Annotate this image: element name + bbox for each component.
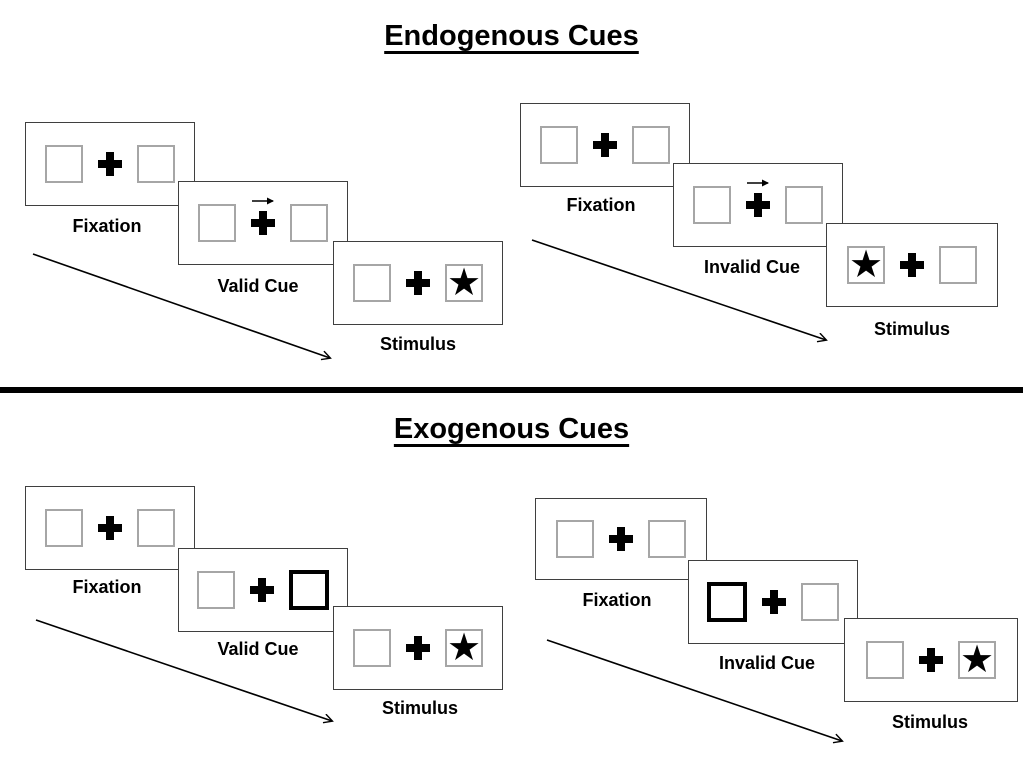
fixation-cross-icon <box>251 211 275 235</box>
fixation-cross-icon <box>98 516 122 540</box>
right-box: ★ <box>445 259 483 304</box>
cue-panel <box>178 548 348 632</box>
cue-arrow-right-icon <box>252 197 274 205</box>
star-stimulus-icon: ★ <box>446 624 482 669</box>
right-box <box>137 509 175 547</box>
section-divider <box>0 387 1023 393</box>
fixation-panel <box>25 486 195 570</box>
stimulus-panel: ★ <box>333 606 503 690</box>
fixation-panel <box>535 498 707 580</box>
left-box <box>353 264 391 302</box>
cue-panel <box>688 560 858 644</box>
fixation-cross-icon <box>762 590 786 614</box>
panel-label: Fixation <box>72 577 142 597</box>
right-box <box>137 145 175 183</box>
panel-label: Invalid Cue <box>718 653 816 673</box>
sequence-time-arrow-icon <box>531 239 836 348</box>
left-box <box>353 629 391 667</box>
fixation-cross-icon <box>900 253 924 277</box>
right-box-cued <box>289 570 329 610</box>
sequence-time-arrow-icon <box>35 619 341 729</box>
left-box: ★ <box>847 241 885 286</box>
right-box <box>801 583 839 621</box>
star-stimulus-icon: ★ <box>446 259 482 304</box>
left-box-cued <box>707 582 747 622</box>
stimulus-panel: ★ <box>826 223 998 307</box>
stimulus-panel: ★ <box>333 241 503 325</box>
right-box <box>785 186 823 224</box>
panel-label: Stimulus <box>379 334 456 354</box>
left-box <box>198 204 236 242</box>
fixation-cross-icon <box>406 271 430 295</box>
sequence-time-arrow-icon <box>32 253 340 368</box>
stimulus-panel: ★ <box>844 618 1018 702</box>
right-box <box>648 520 686 558</box>
star-stimulus-icon: ★ <box>848 241 884 286</box>
cue-panel <box>673 163 843 247</box>
panel-label: Fixation <box>72 216 142 236</box>
panel-label: Stimulus <box>873 319 950 339</box>
right-box: ★ <box>445 624 483 669</box>
panel-label: Stimulus <box>381 698 458 718</box>
left-box <box>45 145 83 183</box>
fixation-cross-icon <box>406 636 430 660</box>
left-box <box>540 126 578 164</box>
fixation-panel <box>520 103 690 187</box>
endogenous-title: Endogenous Cues <box>384 20 639 52</box>
left-box <box>866 641 904 679</box>
star-stimulus-icon: ★ <box>959 636 995 681</box>
panel-label: Valid Cue <box>217 639 299 659</box>
cue-arrow-right-icon <box>747 179 769 187</box>
fixation-cross-icon <box>593 133 617 157</box>
left-box <box>693 186 731 224</box>
left-box <box>556 520 594 558</box>
exogenous-title: Exogenous Cues <box>393 413 630 445</box>
fixation-cross-icon <box>609 527 633 551</box>
sequence-time-arrow-icon <box>546 639 851 750</box>
cue-panel <box>178 181 348 265</box>
fixation-panel <box>25 122 195 206</box>
panel-label: Valid Cue <box>217 276 299 296</box>
panel-label: Stimulus <box>891 712 968 732</box>
panel-label: Fixation <box>566 195 636 215</box>
left-box <box>197 571 235 609</box>
right-box <box>632 126 670 164</box>
left-box <box>45 509 83 547</box>
panel-label: Invalid Cue <box>703 257 801 277</box>
fixation-cross-icon <box>746 193 770 217</box>
right-box <box>290 204 328 242</box>
fixation-cross-icon <box>919 648 943 672</box>
right-box <box>939 246 977 284</box>
fixation-cross-icon <box>98 152 122 176</box>
right-box: ★ <box>958 636 996 681</box>
fixation-cross-icon <box>250 578 274 602</box>
panel-label: Fixation <box>582 590 652 610</box>
